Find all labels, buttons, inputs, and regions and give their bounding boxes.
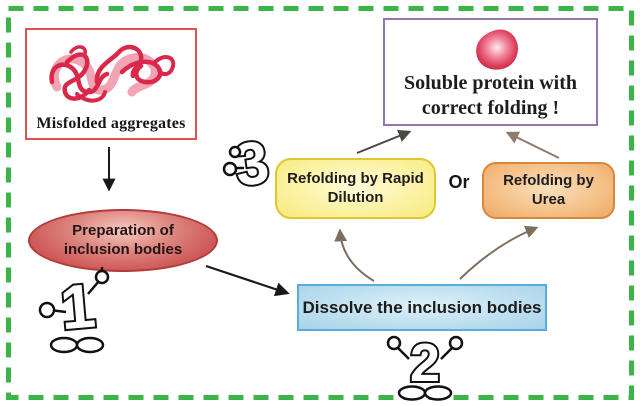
soluble-protein-box: Soluble protein with correct folding ! [383,18,598,126]
svg-text:2: 2 [410,333,440,393]
preparation-label-line2: inclusion bodies [63,240,183,258]
misfolded-aggregates-box: Misfolded aggregates [25,28,197,140]
urea-label-line1: Refolding by [503,171,594,189]
dilution-label-line1: Refolding by Rapid [287,169,424,187]
step-2-numeral: 2 [386,331,464,401]
preparation-label-line1: Preparation of [72,221,174,239]
arrow-dilution-to-soluble [356,129,412,154]
dilution-label-line2: Dilution [327,188,384,206]
soluble-protein-icon [476,29,518,70]
or-label: Or [448,172,470,192]
svg-text:1: 1 [58,272,98,344]
dissolve-inclusion-bodies-node: Dissolve the inclusion bodies [297,284,547,331]
arrow-preparation-to-dissolve [205,264,290,297]
misfolded-aggregates-icon [49,44,176,103]
preparation-inclusion-bodies-node: Preparation of inclusion bodies [28,209,218,272]
dissolve-label: Dissolve the inclusion bodies [302,297,542,317]
svg-text:3: 3 [230,128,272,199]
misfolded-aggregates-label: Misfolded aggregates [36,115,186,132]
soluble-label-line2: correct folding ! [421,96,560,119]
refolding-rapid-dilution-node: Refolding by Rapid Dilution [275,158,436,219]
step-3-numeral: 3 [222,126,275,201]
step-1-numeral: 1 [38,267,110,354]
urea-label-line2: Urea [531,190,566,208]
arrow-dissolve-to-urea [459,225,539,280]
arrow-dissolve-to-dilution [334,228,375,282]
arrow-urea-to-soluble [505,131,560,159]
refolding-urea-node: Refolding by Urea [482,162,615,219]
